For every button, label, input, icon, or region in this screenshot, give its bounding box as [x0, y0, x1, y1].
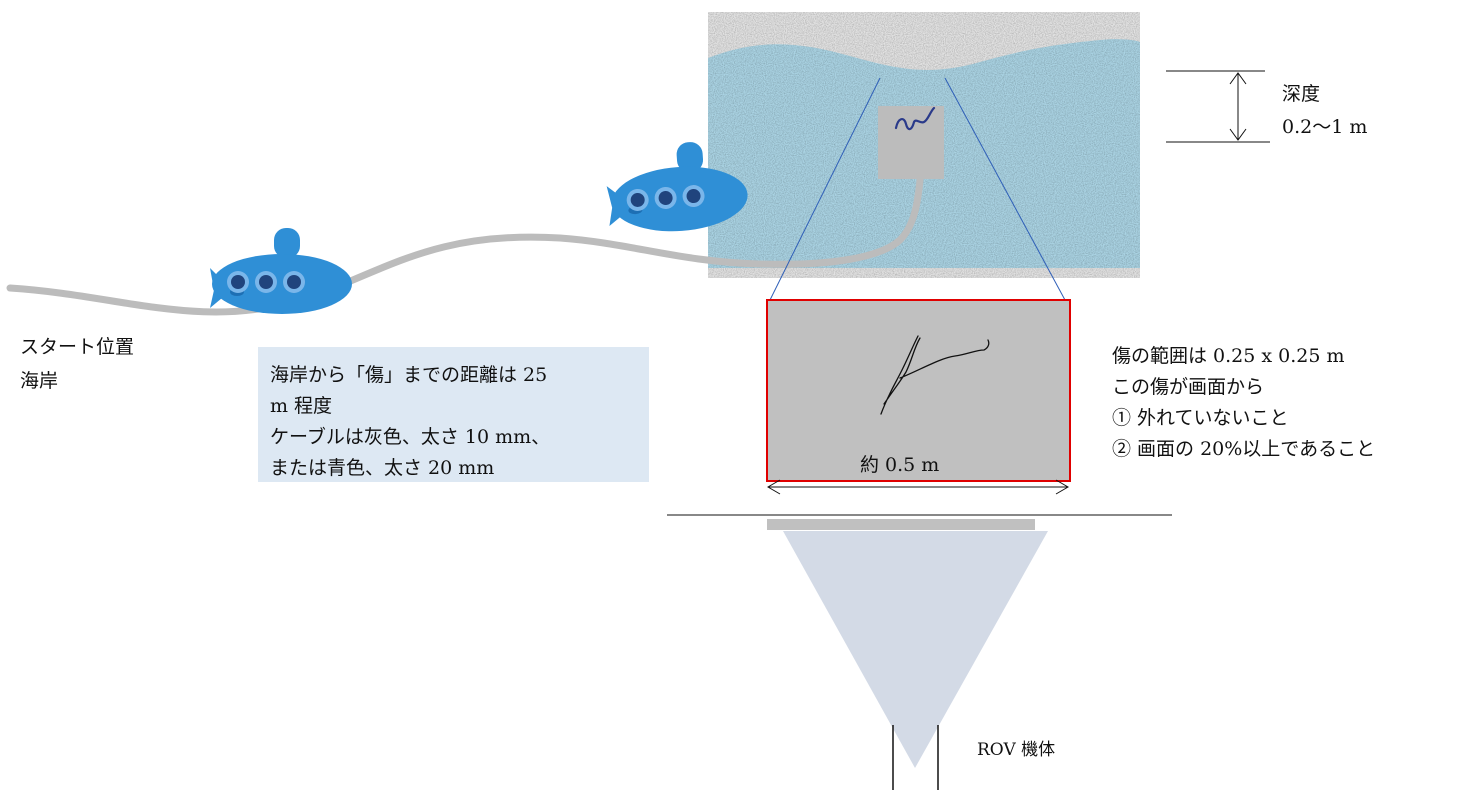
damage-crack-icon [894, 106, 936, 131]
depth-indicator [1166, 70, 1270, 143]
depth-label: 深度 0.2～1 m [1282, 78, 1367, 144]
start-label: スタート位置 海岸 [20, 330, 134, 398]
fov-line-left [769, 77, 881, 301]
shore-text: 海岸 [20, 370, 59, 392]
cable [6, 176, 924, 316]
info-line-cable-gray: ケーブルは灰色、太さ 10 mm、 [270, 426, 551, 448]
info-box: 海岸から「傷」までの距離は 25 m 程度 ケーブルは灰色、太さ 10 mm、 … [258, 347, 649, 482]
submarine-icon [606, 142, 748, 232]
depth-value: 0.2～1 m [1282, 116, 1368, 138]
rov-label: ROV 機体 [977, 740, 1056, 760]
scale-label: 約 0.5 m [860, 454, 940, 476]
info-line-distance: 海岸から「傷」までの距離は 25 [270, 364, 548, 386]
damage-size-text: 傷の範囲は 0.25 x 0.25 m [1112, 345, 1345, 367]
arrow-up-icon [1229, 72, 1247, 85]
camera-cone [783, 531, 1048, 768]
start-position-text: スタート位置 [20, 336, 135, 358]
fov-line-right [944, 77, 1066, 301]
damage-conditions: 傷の範囲は 0.25 x 0.25 m この傷が画面から ① 外れていないこと … [1112, 341, 1375, 465]
damage-condition-2: ② 画面の 20%以上であること [1112, 438, 1376, 460]
damage-patch [878, 106, 944, 179]
submarine-icon [210, 228, 352, 314]
damage-condition-1: ① 外れていないこと [1112, 407, 1289, 429]
arrow-down-icon [1229, 128, 1247, 141]
damage-condition-intro: この傷が画面から [1112, 376, 1265, 398]
crack-icon [880, 335, 990, 415]
scale-arrow [767, 479, 1069, 495]
depth-title: 深度 [1282, 83, 1321, 105]
info-line-unit: m 程度 [270, 395, 333, 417]
arrow-left-icon [767, 479, 781, 495]
camera-frame [766, 299, 1071, 482]
arrow-right-icon [1055, 479, 1069, 495]
rov-body [667, 514, 1172, 790]
info-line-cable-blue: または青色、太さ 20 mm [270, 457, 495, 479]
